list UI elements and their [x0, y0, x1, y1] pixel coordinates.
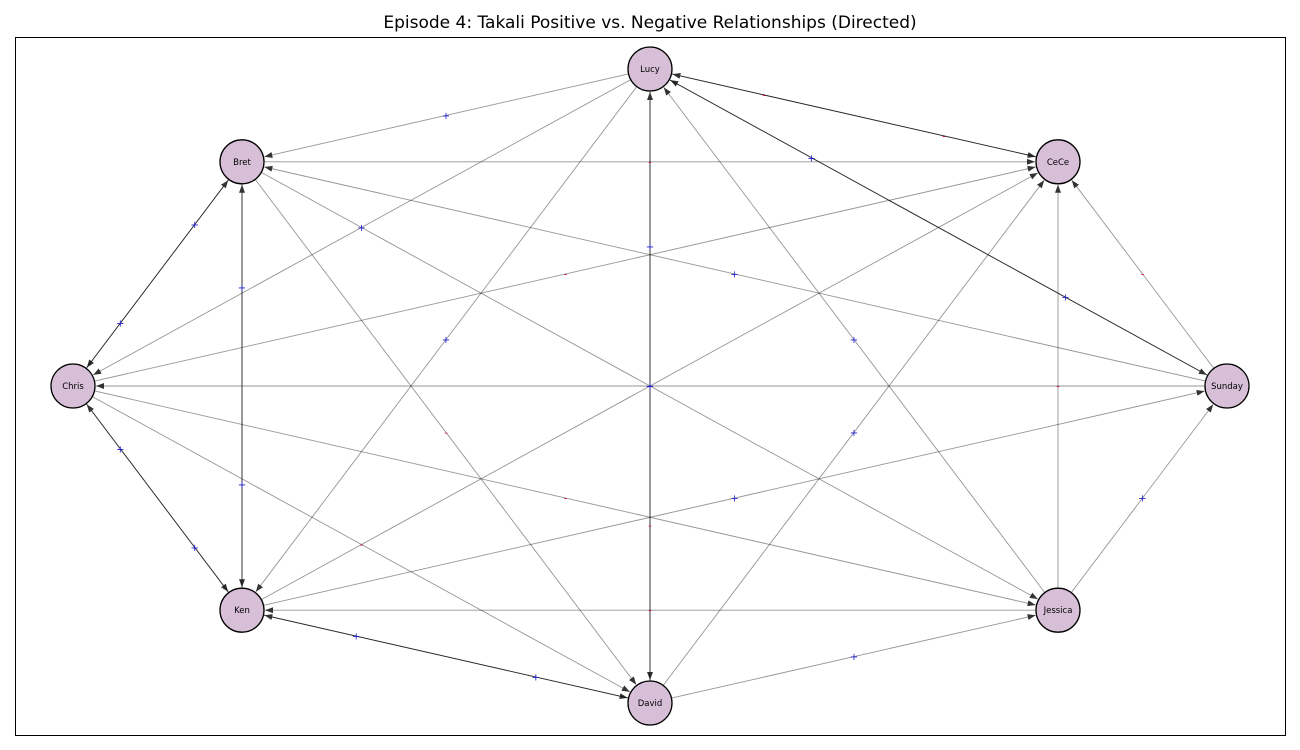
edge-sign-jessica-to-ken: -	[648, 606, 652, 617]
node-circle-jessica	[1035, 587, 1081, 633]
edge-david-to-cece	[662, 179, 1045, 686]
edge-sign-bret-to-chris: +	[191, 220, 199, 231]
edge-sign-chris-to-bret: +	[116, 319, 124, 330]
edge-sign-ken-to-bret: +	[238, 480, 246, 491]
node-lucy: Lucy	[627, 46, 673, 92]
node-chris: Chris	[50, 363, 96, 409]
edge-sign-bret-to-jessica: -	[648, 382, 652, 393]
edge-lucy-to-sunday	[669, 79, 1208, 376]
node-sunday: Sunday	[1204, 363, 1250, 409]
edges-layer	[85, 72, 1215, 700]
node-jessica: Jessica	[1035, 587, 1081, 633]
node-circle-david	[627, 680, 673, 726]
sign-labels-layer: +--+++-+++-++++--+-++--+++--++-+++	[116, 91, 1147, 684]
edge-sign-cece-to-lucy: -	[942, 131, 946, 142]
node-label-chris: Chris	[62, 382, 84, 392]
edge-chris-to-jessica	[94, 390, 1036, 607]
edge-sign-david-to-lucy: -	[648, 521, 652, 532]
edge-sign-bret-to-ken: +	[238, 283, 246, 294]
edge-sign-lucy-to-cece: -	[762, 91, 766, 102]
node-label-david: David	[638, 699, 663, 709]
node-circle-cece	[1035, 139, 1081, 185]
edge-sign-ken-to-cece: +	[646, 382, 654, 393]
edge-ken-to-chris	[86, 404, 230, 593]
edge-sign-chris-to-ken: +	[116, 444, 124, 455]
edge-sign-bret-to-cece: -	[648, 157, 652, 168]
edge-sign-jessica-to-cece: -	[1056, 382, 1060, 393]
edge-david-to-ken	[264, 614, 629, 699]
edge-ken-to-cece	[261, 172, 1039, 600]
node-label-sunday: Sunday	[1211, 382, 1243, 392]
edge-sign-lucy-to-sunday: +	[807, 153, 815, 164]
node-circle-bret	[219, 139, 265, 185]
edge-sign-ken-to-sunday: +	[730, 494, 738, 505]
edge-lucy-to-chris	[92, 79, 631, 376]
edge-david-to-jessica	[671, 614, 1036, 699]
edge-jessica-to-lucy	[663, 87, 1046, 593]
edge-jessica-to-sunday	[1070, 404, 1214, 593]
edge-sign-sunday-to-bret: +	[730, 269, 738, 280]
edge-lucy-to-ken	[255, 86, 638, 593]
edge-sign-ken-to-david: +	[352, 632, 360, 643]
edge-sign-lucy-to-ken: +	[442, 335, 450, 346]
figure-title: Episode 4: Takali Positive vs. Negative …	[383, 13, 916, 33]
edge-sunday-to-cece	[1071, 179, 1215, 369]
node-circle-lucy	[627, 46, 673, 92]
edge-sign-sunday-to-cece: -	[1141, 269, 1145, 280]
edge-sign-ken-to-chris: +	[191, 543, 199, 554]
edge-sign-david-to-cece: +	[850, 428, 858, 439]
node-ken: Ken	[219, 587, 265, 633]
node-circle-ken	[219, 587, 265, 633]
node-label-ken: Ken	[234, 606, 250, 616]
edge-sign-bret-to-david: -	[444, 428, 448, 439]
edge-bret-to-jessica	[261, 172, 1039, 600]
edge-sign-jessica-to-lucy: +	[850, 335, 858, 346]
node-david: David	[627, 680, 673, 726]
edge-sign-chris-to-cece: -	[564, 269, 568, 280]
edge-sign-chris-to-jessica: -	[564, 494, 568, 505]
edge-chris-to-bret	[85, 179, 229, 369]
edge-sign-sunday-to-chris: +	[646, 382, 654, 393]
edge-sign-lucy-to-david: +	[646, 242, 654, 253]
node-label-lucy: Lucy	[640, 65, 660, 75]
edge-sign-chris-to-david: -	[360, 540, 364, 551]
node-circle-sunday	[1204, 363, 1250, 409]
node-circle-chris	[50, 363, 96, 409]
edge-sign-jessica-to-sunday: +	[1138, 494, 1146, 505]
node-cece: CeCe	[1035, 139, 1081, 185]
edge-lucy-to-bret	[264, 73, 629, 158]
edge-chris-to-david	[92, 396, 631, 693]
edge-sign-lucy-to-bret: +	[442, 111, 450, 122]
edge-sign-david-to-jessica: +	[850, 652, 858, 663]
edge-sign-sunday-to-lucy: +	[1061, 293, 1069, 304]
plot-frame	[15, 37, 1286, 736]
node-bret: Bret	[219, 139, 265, 185]
edge-cece-to-lucy	[672, 72, 1037, 158]
node-label-cece: CeCe	[1047, 158, 1069, 168]
edge-ken-to-sunday	[263, 389, 1205, 606]
edge-sign-david-to-ken: +	[532, 673, 540, 684]
edge-chris-to-cece	[94, 165, 1036, 382]
edge-bret-to-david	[254, 179, 637, 685]
node-label-bret: Bret	[233, 158, 251, 168]
node-label-jessica: Jessica	[1043, 606, 1073, 616]
edge-sunday-to-bret	[264, 165, 1206, 382]
edge-sign-lucy-to-chris: +	[357, 223, 365, 234]
